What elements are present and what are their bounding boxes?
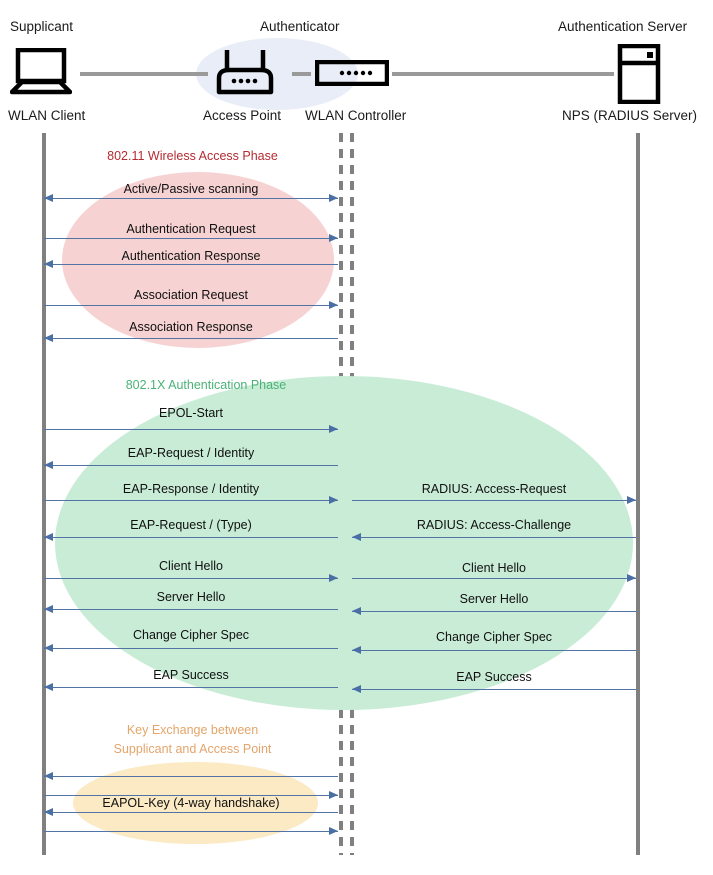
message-label: Client Hello: [159, 559, 223, 573]
arrow-head-right: [329, 424, 338, 433]
arrow-line: [44, 578, 338, 579]
arrow-head-right: [329, 300, 338, 309]
arrow-line: [44, 465, 338, 466]
arrow-line: [44, 500, 338, 501]
message-label: Authentication Request: [126, 222, 256, 236]
message-label: EAP-Request / Identity: [127, 446, 255, 460]
arrow-head-left: [352, 645, 361, 654]
arrow-line: [352, 689, 636, 690]
arrow-line: [44, 609, 338, 610]
lifeline-supplicant: [42, 133, 46, 855]
phase-title-wireless-access: 802.11 Wireless Access Phase: [107, 149, 278, 163]
message-label: EAP-Response / Identity: [122, 482, 260, 496]
message-label: RADIUS: Access-Challenge: [416, 518, 572, 532]
arrow-head-left: [352, 532, 361, 541]
message-label: Authentication Response: [121, 249, 261, 263]
arrow-head-left: [44, 771, 53, 780]
message-label: Association Request: [134, 288, 248, 302]
arrow-line: [352, 650, 636, 651]
phase-title-key-exchange-line2: Supplicant and Access Point: [113, 742, 272, 756]
message-label: Server Hello: [156, 590, 226, 604]
arrow-line: [352, 537, 636, 538]
actor-device-wlan-client: WLAN Client: [8, 108, 86, 123]
arrow-head-left: [44, 807, 53, 816]
message-label-eapol-key: EAPOL-Key (4-way handshake): [102, 796, 280, 810]
lifeline-authentication-server: [636, 133, 640, 855]
arrow-head-left: [44, 193, 53, 202]
message-label: Association Response: [129, 320, 253, 334]
arrow-line: [44, 795, 338, 796]
message-label: Change Cipher Spec: [435, 630, 553, 644]
arrow-head-left: [44, 643, 53, 652]
arrow-head-right: [627, 573, 636, 582]
arrow-head-right: [329, 790, 338, 799]
wlan-controller-icon: [314, 59, 390, 91]
wire-client-to-ap: [80, 72, 208, 76]
message-label: Client Hello: [462, 561, 526, 575]
arrow-head-left: [44, 604, 53, 613]
phase-blob-dot1x-authentication: [55, 376, 633, 710]
message-label: EAP Success: [456, 670, 532, 684]
arrow-line: [44, 264, 338, 265]
actor-role-authentication-server: Authentication Server: [558, 19, 688, 34]
arrow-line: [44, 198, 338, 199]
arrow-head-left: [352, 684, 361, 693]
arrow-head-left: [44, 682, 53, 691]
wire-controller-to-server: [392, 72, 614, 76]
arrow-line: [44, 429, 338, 430]
message-label: RADIUS: Access-Request: [421, 482, 567, 496]
arrow-head-right: [329, 193, 338, 202]
authenticator-highlight-blob: [196, 38, 358, 110]
phase-blob-key-exchange: [73, 762, 318, 844]
arrow-line: [44, 831, 338, 832]
arrow-line: [352, 500, 636, 501]
actor-device-wlan-controller: WLAN Controller: [305, 108, 407, 123]
arrow-head-left: [352, 606, 361, 615]
arrow-line: [44, 648, 338, 649]
phase-blob-wireless-access: [62, 172, 334, 348]
arrow-line: [44, 537, 338, 538]
arrow-head-left: [44, 259, 53, 268]
arrow-head-left: [44, 333, 53, 342]
message-label: EAP-Request / (Type): [130, 518, 252, 532]
actor-role-supplicant: Supplicant: [10, 19, 74, 34]
message-label: EPOL-Start: [159, 406, 223, 420]
arrow-head-right: [329, 233, 338, 242]
arrow-head-right: [329, 826, 338, 835]
wire-ap-to-controller: [292, 72, 311, 76]
phase-title-key-exchange-line1: Key Exchange between: [126, 723, 259, 737]
arrow-head-right: [329, 495, 338, 504]
server-icon: [617, 43, 661, 109]
actor-role-authenticator: Authenticator: [260, 19, 340, 34]
arrow-line: [44, 238, 338, 239]
laptop-icon: [9, 47, 73, 101]
actor-device-access-point: Access Point: [203, 108, 282, 123]
message-label: Server Hello: [459, 592, 529, 606]
arrow-line: [44, 776, 338, 777]
arrow-line: [352, 611, 636, 612]
arrow-line: [44, 305, 338, 306]
message-label: Active/Passive scanning: [123, 182, 259, 196]
arrow-head-right: [627, 495, 636, 504]
arrow-line: [44, 687, 338, 688]
message-label: EAP Success: [153, 668, 229, 682]
arrow-head-left: [44, 532, 53, 541]
message-label: Change Cipher Spec: [132, 628, 250, 642]
phase-title-dot1x-authentication: 802.1X Authentication Phase: [125, 378, 287, 392]
arrow-line: [352, 578, 636, 579]
arrow-line: [44, 812, 338, 813]
access-point-icon: [213, 48, 277, 101]
actor-device-nps-radius-server: NPS (RADIUS Server): [562, 108, 698, 123]
arrow-head-left: [44, 460, 53, 469]
arrow-line: [44, 338, 338, 339]
arrow-head-right: [329, 573, 338, 582]
